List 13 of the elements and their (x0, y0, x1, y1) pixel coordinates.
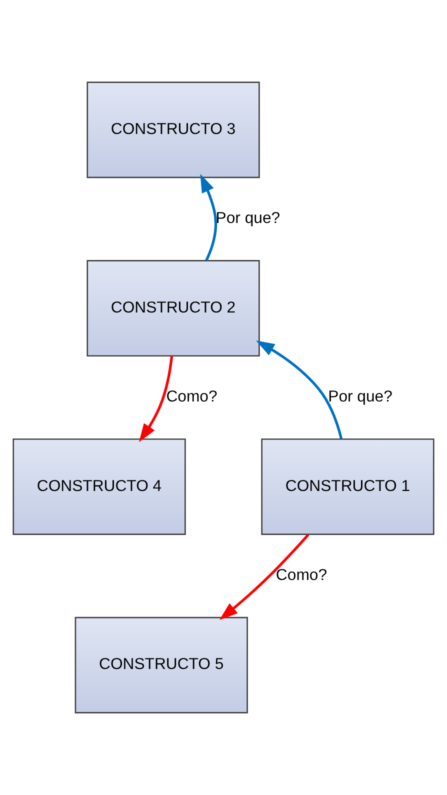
node-box: CONSTRUCTO 2 (86, 260, 260, 357)
arrow (219, 534, 310, 620)
node-box: CONSTRUCTO 3 (86, 82, 260, 178)
arrow (138, 356, 174, 442)
edge-label: Por que? (328, 388, 392, 406)
node-box: CONSTRUCTO 1 (261, 438, 434, 535)
node-box: CONSTRUCTO 5 (74, 616, 248, 714)
edge-label: Como? (166, 388, 218, 406)
edge-label: Por que? (216, 210, 280, 228)
node-box: CONSTRUCTO 4 (12, 438, 186, 535)
arrow (256, 340, 343, 440)
arrow (200, 174, 218, 261)
edge-label: Como? (276, 567, 328, 584)
